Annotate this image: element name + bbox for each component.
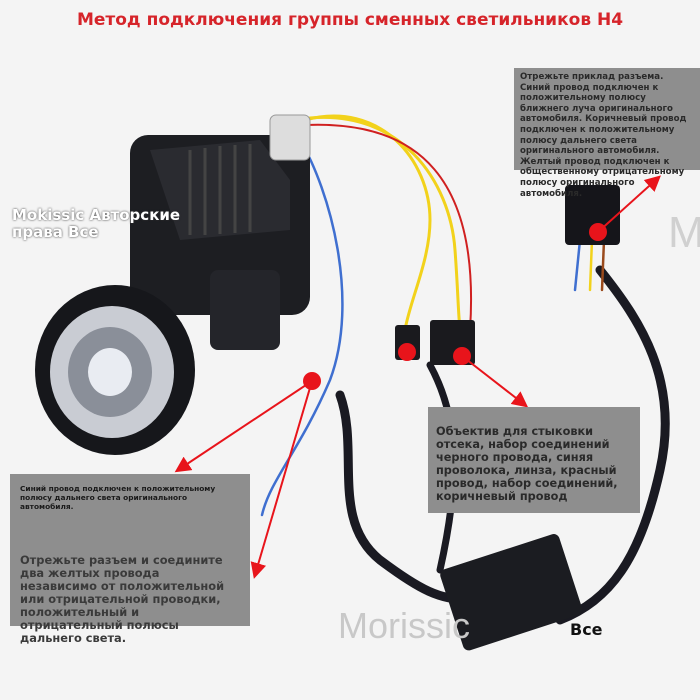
h4-wire-blue xyxy=(573,238,582,292)
black-cable xyxy=(335,390,475,605)
yellow-wire xyxy=(303,114,432,332)
annotation-h4-plug: Отрежьте приклад разъема. Синий провод п… xyxy=(514,68,700,199)
annotation-blue-wire: Синий провод подключен к положительному … xyxy=(20,484,216,511)
watermark-brand: Morissic xyxy=(338,605,470,646)
pointer-arrow xyxy=(597,175,661,233)
watermark-label: Все xyxy=(570,620,603,639)
h4-wire-yellow xyxy=(588,238,594,292)
annotation-high-beam: Синий провод подключен к положительному … xyxy=(10,474,250,645)
marker-dot xyxy=(589,223,607,241)
page-title: Метод подключения группы сменных светиль… xyxy=(76,10,624,30)
pointer-arrow xyxy=(250,380,313,579)
watermark-copyright: Mokissic Авторские права Все xyxy=(12,206,181,241)
marker-dot xyxy=(398,343,416,361)
black-cable xyxy=(555,265,670,625)
yellow-wire xyxy=(308,115,462,332)
blue-wire xyxy=(260,138,344,517)
marker-dot xyxy=(453,347,471,365)
headlight-module xyxy=(35,114,311,455)
pointer-arrow xyxy=(174,380,313,473)
annotation-yellow-wires: Отрежьте разъем и соедините два желтых п… xyxy=(20,553,225,645)
marker-dot xyxy=(303,372,321,390)
red-wire xyxy=(304,123,472,331)
annotation-connectors: Объектив для стыковки отсека, набор соед… xyxy=(428,407,640,513)
pointer-arrow xyxy=(461,355,529,408)
h4-wire-brown xyxy=(600,238,606,292)
watermark-edge: M xyxy=(668,208,700,257)
control-box xyxy=(440,534,583,651)
